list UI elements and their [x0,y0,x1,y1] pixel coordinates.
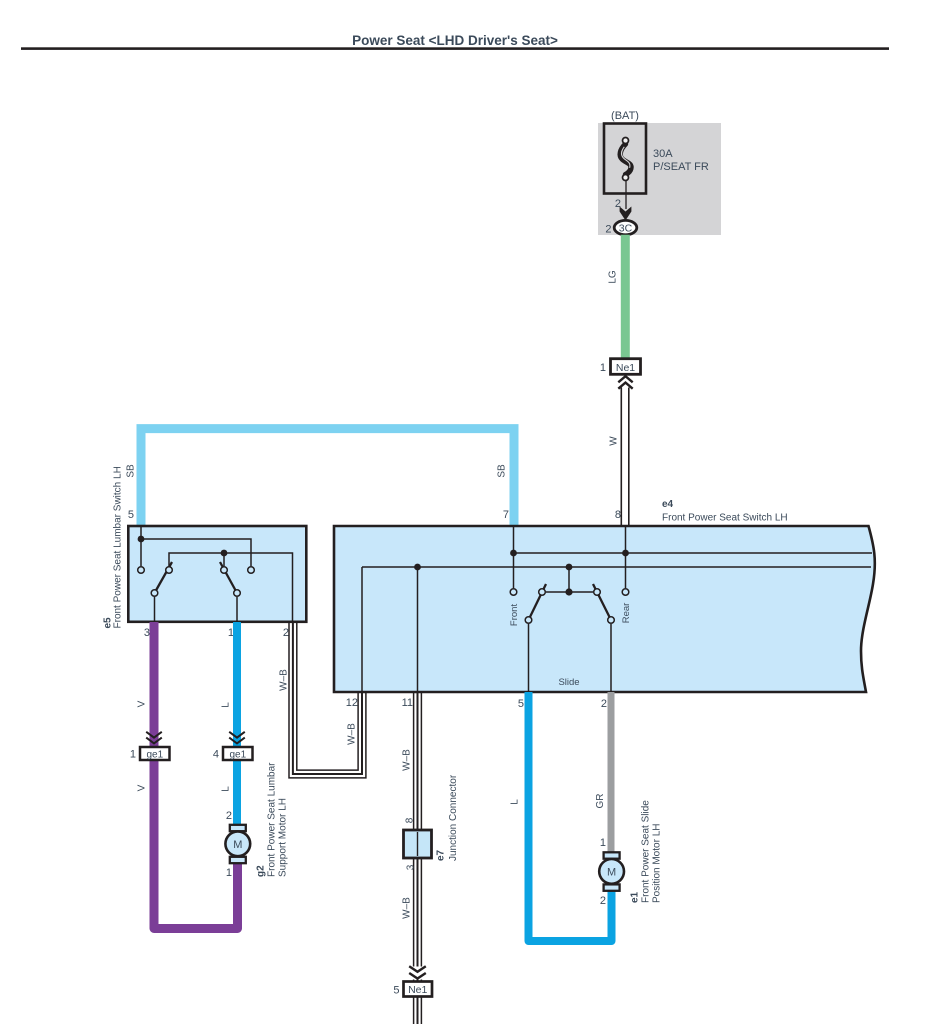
svg-text:Rear: Rear [621,603,632,624]
svg-text:Ne1: Ne1 [408,984,427,996]
svg-text:L: L [221,702,232,708]
svg-text:3: 3 [144,627,150,639]
svg-text:ge1: ge1 [229,750,246,761]
svg-text:g2: g2 [256,865,267,877]
svg-text:M: M [233,839,242,851]
svg-text:7: 7 [503,509,509,521]
svg-text:1: 1 [600,837,606,849]
svg-text:W–B: W–B [347,723,358,745]
svg-text:e1: e1 [630,891,641,903]
svg-text:W–B: W–B [402,749,413,771]
svg-text:Slide: Slide [558,677,579,688]
svg-text:Support Motor LH: Support Motor LH [278,798,289,877]
svg-text:2: 2 [283,627,289,639]
svg-text:4: 4 [213,749,219,761]
svg-text:Ne1: Ne1 [616,362,635,374]
svg-text:P/SEAT FR: P/SEAT FR [653,161,709,173]
svg-text:5: 5 [393,985,399,997]
svg-text:1: 1 [228,627,234,639]
svg-text:e7: e7 [436,849,447,861]
svg-text:M: M [607,866,616,878]
svg-text:e5: e5 [103,617,114,629]
svg-text:SB: SB [126,464,137,478]
svg-text:V: V [137,700,148,707]
svg-text:1: 1 [226,867,232,879]
svg-text:2: 2 [600,895,606,907]
svg-text:Front Power Seat Lumbar: Front Power Seat Lumbar [267,762,278,877]
svg-text:Front Power Seat Switch LH: Front Power Seat Switch LH [662,513,788,524]
svg-text:3C: 3C [619,222,633,234]
svg-text:W–B: W–B [402,897,413,919]
svg-text:Junction Connector: Junction Connector [448,774,459,861]
svg-text:Front Power Seat Slide: Front Power Seat Slide [641,800,652,903]
svg-text:5: 5 [518,698,524,710]
svg-text:2: 2 [605,223,611,235]
svg-text:L: L [510,799,521,805]
svg-text:Front: Front [509,604,520,627]
svg-text:V: V [137,784,148,791]
svg-text:1: 1 [130,749,136,761]
svg-text:Position Motor LH: Position Motor LH [652,824,663,903]
svg-text:8: 8 [615,509,621,521]
svg-text:Front Power Seat Lumbar Switch: Front Power Seat Lumbar Switch LH [113,466,124,628]
svg-text:3: 3 [406,864,417,870]
svg-text:30A: 30A [653,148,673,160]
svg-text:ge1: ge1 [146,750,163,761]
svg-text:5: 5 [128,509,134,521]
svg-text:(BAT): (BAT) [611,110,639,122]
svg-text:Power Seat <LHD Driver's Seat>: Power Seat <LHD Driver's Seat> [352,33,558,48]
svg-text:W–B: W–B [279,669,290,691]
svg-text:1: 1 [600,362,606,374]
svg-text:L: L [221,786,232,792]
svg-text:11: 11 [402,697,413,709]
svg-text:e4: e4 [662,499,674,510]
svg-text:2: 2 [226,810,232,822]
svg-text:W: W [609,436,620,446]
svg-text:2: 2 [601,698,607,710]
svg-text:8: 8 [405,817,416,823]
svg-text:SB: SB [497,464,508,478]
svg-text:2: 2 [615,198,621,210]
svg-text:LG: LG [608,270,619,284]
svg-text:12: 12 [346,697,358,709]
svg-text:GR: GR [595,794,606,809]
